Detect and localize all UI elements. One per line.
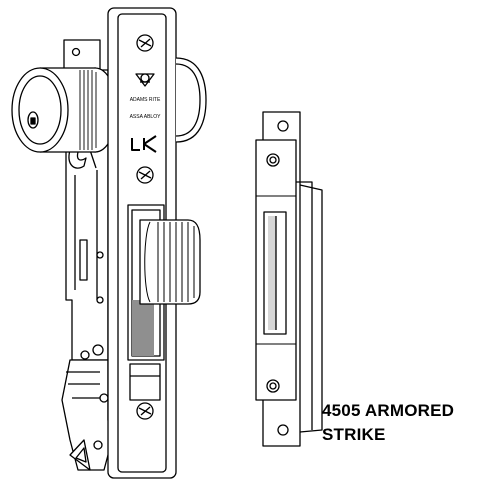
bottom-screw-icon bbox=[136, 402, 154, 420]
cam-hook bbox=[68, 149, 87, 169]
mortise-lock: ADAMS RITE ASSA ABLOY bbox=[11, 7, 207, 479]
maker-mark: ASSA ABLOY bbox=[130, 114, 162, 120]
rear-trim-ring bbox=[175, 57, 207, 143]
top-mounting-tab bbox=[63, 39, 101, 71]
strike-caption-line-2: STRIKE bbox=[322, 425, 386, 444]
auxiliary-latch bbox=[129, 363, 161, 401]
faceplate-emblem-icon bbox=[131, 135, 157, 153]
latch-bolt bbox=[139, 219, 201, 305]
strike-caption-line-1: 4505 ARMORED bbox=[322, 401, 455, 420]
middle-screw-icon bbox=[136, 166, 154, 184]
adams-rite-logo-icon bbox=[135, 73, 155, 87]
brand-mark: ADAMS RITE bbox=[130, 97, 161, 103]
armored-strike bbox=[255, 111, 323, 447]
key-cylinder bbox=[11, 67, 118, 153]
top-screw-icon bbox=[136, 34, 154, 52]
